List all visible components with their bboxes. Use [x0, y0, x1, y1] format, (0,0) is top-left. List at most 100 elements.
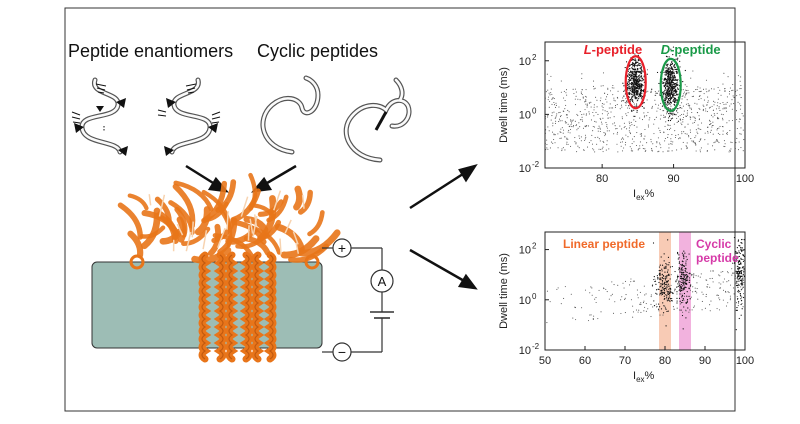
scatter-point — [717, 294, 718, 295]
scatter-point — [630, 133, 631, 134]
cluster-point — [669, 102, 670, 103]
cluster-point — [742, 277, 743, 278]
scatter-point — [571, 120, 572, 121]
cluster-point — [662, 294, 663, 295]
scatter-point — [743, 130, 744, 131]
cluster-point — [674, 114, 675, 115]
scatter-point — [730, 285, 731, 286]
cluster-point — [681, 274, 682, 275]
scatter-point — [735, 105, 736, 106]
scatter-point — [710, 310, 711, 311]
cluster-point — [635, 94, 636, 95]
cluster-point — [735, 275, 736, 276]
scatter-point — [701, 98, 702, 99]
scatter-point — [629, 284, 630, 285]
y-tick-label: 10 — [519, 345, 531, 357]
scatter-point — [658, 105, 659, 106]
scatter-point — [561, 80, 562, 81]
scatter-point — [583, 114, 584, 115]
scatter-point — [566, 139, 567, 140]
scatter-point — [590, 140, 591, 141]
cluster-point — [679, 285, 680, 286]
scatter-point — [576, 129, 577, 130]
cluster-point — [688, 296, 689, 297]
cluster-point — [683, 298, 684, 299]
scatter-point — [737, 307, 738, 308]
scatter-point — [566, 144, 567, 145]
scatter-point — [709, 90, 710, 91]
scatter-point — [719, 275, 720, 276]
cluster-point — [737, 273, 738, 274]
cluster-point — [684, 288, 685, 289]
scatter-point — [718, 87, 719, 88]
cluster-point — [666, 81, 667, 82]
cluster-point — [671, 67, 672, 68]
scatter-point — [735, 129, 736, 130]
scatter-point — [726, 122, 727, 123]
scatter-point — [690, 290, 691, 291]
scatter-point — [627, 136, 628, 137]
scatter-point — [734, 97, 735, 98]
scatter-point — [719, 106, 720, 107]
scatter-point — [593, 316, 594, 317]
cluster-point — [669, 293, 670, 294]
scatter-point — [554, 142, 555, 143]
scatter-point — [656, 141, 657, 142]
scatter-point — [575, 99, 576, 100]
scatter-point — [596, 100, 597, 101]
cluster-point — [666, 290, 667, 291]
scatter-point — [651, 148, 652, 149]
scatter-point — [723, 114, 724, 115]
scatter-point — [579, 126, 580, 127]
scatter-point — [640, 292, 641, 293]
scatter-point — [615, 100, 616, 101]
cluster-point — [667, 93, 668, 94]
scatter-point — [586, 89, 587, 90]
cluster-point — [634, 94, 635, 95]
cluster-point — [676, 302, 677, 303]
scatter-point — [720, 95, 721, 96]
scatter-point — [689, 107, 690, 108]
scatter-point — [605, 134, 606, 135]
scatter-point — [651, 91, 652, 92]
scatter-point — [657, 108, 658, 109]
scatter-point — [729, 91, 730, 92]
cluster-point — [638, 59, 639, 60]
scatter-point — [722, 126, 723, 127]
scatter-point — [621, 146, 622, 147]
cluster-point — [639, 83, 640, 84]
cluster-point — [671, 80, 672, 81]
cluster-point — [634, 80, 635, 81]
scatter-point — [551, 104, 552, 105]
cluster-point — [670, 64, 671, 65]
scatter-point — [644, 116, 645, 117]
cluster-point — [738, 279, 739, 280]
scatter-point — [642, 145, 643, 146]
cluster-point — [633, 95, 634, 96]
cluster-point — [636, 92, 637, 93]
scatter-point — [624, 90, 625, 91]
scatter-point — [743, 115, 744, 116]
cluster-point — [663, 292, 664, 293]
scatter-point — [625, 142, 626, 143]
scatter-point — [743, 293, 744, 294]
scatter-point — [728, 76, 729, 77]
scatter-point — [603, 142, 604, 143]
scatter-point — [644, 115, 645, 116]
scatter-point — [632, 306, 633, 307]
scatter-point — [581, 136, 582, 137]
scatter-point — [690, 273, 691, 274]
scatter-point — [739, 141, 740, 142]
cluster-point — [664, 296, 665, 297]
scatter-point — [718, 118, 719, 119]
scatter-point — [677, 275, 678, 276]
cluster-point — [668, 298, 669, 299]
scatter-point — [687, 115, 688, 116]
scatter-point — [575, 121, 576, 122]
scatter-point — [696, 132, 697, 133]
scatter-point — [555, 134, 556, 135]
scatter-point — [710, 270, 711, 271]
scatter-point — [687, 110, 688, 111]
cluster-point — [666, 67, 667, 68]
scatter-point — [658, 128, 659, 129]
